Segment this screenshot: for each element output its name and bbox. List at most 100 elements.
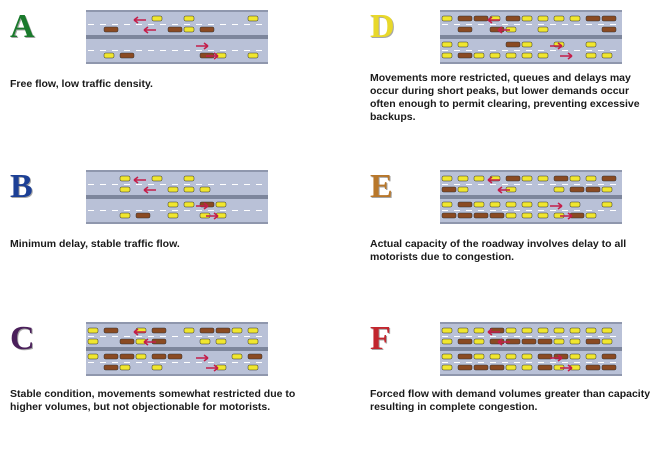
lane-marking — [586, 50, 592, 51]
lane-marking — [148, 24, 154, 25]
vehicle — [119, 52, 135, 59]
vehicle — [537, 327, 549, 334]
vehicle — [119, 175, 131, 182]
vehicle — [585, 353, 597, 360]
roadway-diagram-b — [86, 170, 268, 224]
lane-marking — [88, 24, 94, 25]
lane-marking — [562, 184, 568, 185]
vehicle — [537, 26, 549, 33]
lane-marking — [160, 362, 166, 363]
lane-marking — [454, 210, 460, 211]
lane-marking — [562, 210, 568, 211]
lane-marking — [112, 50, 118, 51]
lane-marking — [586, 24, 592, 25]
lane-marking — [514, 50, 520, 51]
vehicle — [151, 364, 163, 371]
vehicle — [119, 186, 131, 193]
lane-marking — [550, 184, 556, 185]
vehicle — [457, 175, 469, 182]
vehicle — [601, 26, 617, 33]
lane-marking — [562, 24, 568, 25]
vehicle — [521, 41, 533, 48]
lane-marking — [88, 50, 94, 51]
vehicle — [151, 15, 163, 22]
vehicle — [521, 212, 533, 219]
lane-marking — [112, 210, 118, 211]
arrow-right-icon — [206, 364, 219, 372]
vehicle — [135, 353, 147, 360]
los-letter-a: A — [10, 8, 35, 45]
lane-marking — [538, 184, 544, 185]
lane-marking — [244, 336, 250, 337]
vehicle — [87, 338, 99, 345]
vehicle — [505, 212, 517, 219]
lane-marking — [514, 210, 520, 211]
lane-marking — [124, 184, 130, 185]
lane-marking — [490, 210, 496, 211]
arrow-left-icon — [487, 16, 500, 24]
vehicle — [247, 52, 259, 59]
vehicle — [103, 327, 119, 334]
road-median — [86, 347, 268, 351]
lane-marking — [208, 24, 214, 25]
lane-marking — [442, 24, 448, 25]
lane-marking — [232, 362, 238, 363]
lane-marking — [172, 362, 178, 363]
lane-marking — [574, 210, 580, 211]
lane-marking — [160, 24, 166, 25]
vehicle — [441, 175, 453, 182]
arrow-right-icon — [196, 354, 209, 362]
vehicle — [183, 327, 195, 334]
lane-marking — [610, 336, 616, 337]
lane-marking — [208, 50, 214, 51]
vehicle — [553, 15, 565, 22]
lane-marking — [562, 50, 568, 51]
lane-marking — [574, 184, 580, 185]
vehicle — [505, 353, 517, 360]
panel-los-f: F Forced flow with demand volumes greate… — [370, 322, 656, 462]
vehicle — [215, 338, 227, 345]
vehicle — [247, 364, 259, 371]
lane-marking — [184, 210, 190, 211]
vehicle — [505, 15, 521, 22]
lane-marking — [526, 336, 532, 337]
vehicle — [521, 15, 533, 22]
vehicle — [215, 201, 227, 208]
vehicle — [473, 52, 485, 59]
panel-los-a: A Free flow, low traffic density. — [10, 10, 320, 150]
vehicle — [489, 201, 501, 208]
vehicle — [87, 353, 99, 360]
lane-marking — [196, 336, 202, 337]
los-description-a: Free flow, low traffic density. — [10, 78, 153, 90]
lane-marking — [244, 210, 250, 211]
lane-marking — [88, 336, 94, 337]
vehicle — [473, 338, 485, 345]
lane-marking — [502, 362, 508, 363]
vehicle — [601, 175, 617, 182]
vehicle — [585, 212, 597, 219]
lane-marking — [502, 210, 508, 211]
los-letter-c: C — [10, 320, 35, 357]
arrow-left-icon — [487, 176, 500, 184]
road-median — [440, 347, 622, 351]
lane-marking — [466, 362, 472, 363]
vehicle — [489, 212, 505, 219]
los-description-f: Forced flow with demand volumes greater … — [370, 388, 651, 413]
lane-marking — [550, 210, 556, 211]
lane-marking — [244, 362, 250, 363]
lane-marking — [100, 24, 106, 25]
panel-los-c: C Stable condition, movements somewhat r… — [10, 322, 320, 462]
lane-marking — [586, 336, 592, 337]
lane-marking — [550, 24, 556, 25]
vehicle — [601, 327, 613, 334]
vehicle — [151, 175, 163, 182]
vehicle — [457, 327, 469, 334]
roadway-svg — [86, 175, 268, 220]
lane-marking — [442, 362, 448, 363]
lane-marking — [442, 336, 448, 337]
vehicle — [199, 26, 215, 33]
lane-marking — [502, 336, 508, 337]
arrow-right-icon — [206, 52, 219, 60]
vehicle — [167, 353, 183, 360]
lane-marking — [256, 24, 262, 25]
